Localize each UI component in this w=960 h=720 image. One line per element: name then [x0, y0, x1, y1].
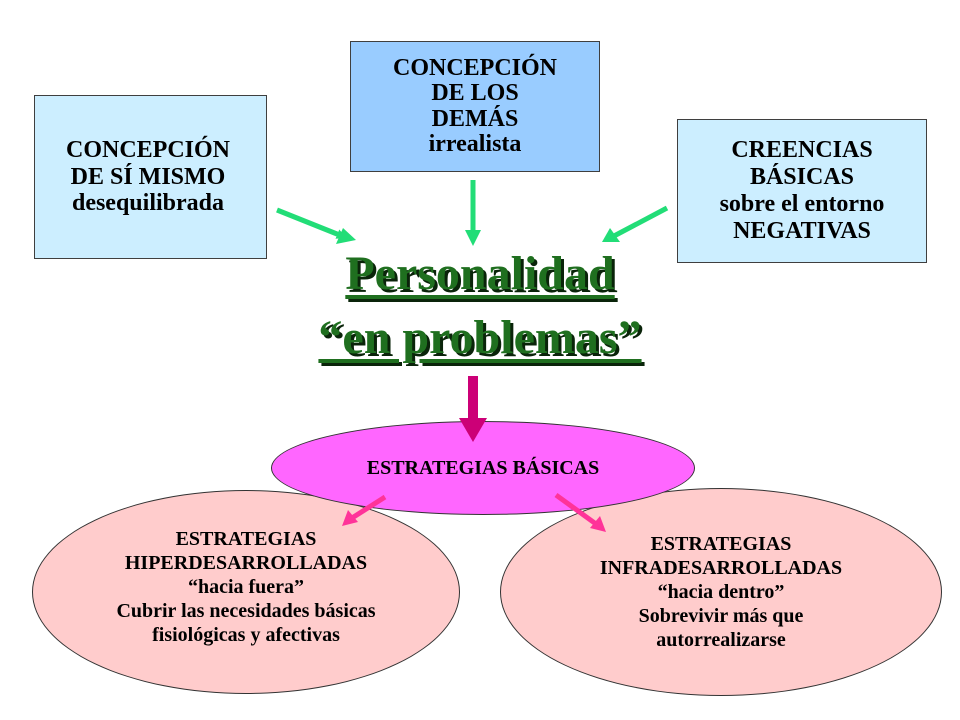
beliefs-box: CREENCIAS BÁSICAS sobre el entorno NEGAT… [677, 119, 927, 263]
over-line2: HIPERDESARROLLADAS [124, 552, 368, 574]
concept-others-box: CONCEPCIÓN DE LOS DEMÁS irrealista [350, 41, 600, 172]
basic-strategies-label: ESTRATEGIAS BÁSICAS [366, 456, 600, 479]
concept-others-line1: CONCEPCIÓN [392, 55, 557, 82]
concept-self-box: CONCEPCIÓN DE SÍ MISMO desequilibrada [34, 95, 267, 259]
concept-others-line4: irrealista [428, 130, 522, 157]
over-line4: Cubrir las necesidades básicas [116, 600, 376, 622]
over-line1: ESTRATEGIAS [175, 528, 317, 550]
arrow-from-self [276, 207, 356, 244]
over-line5: fisiológicas y afectivas [152, 624, 340, 646]
arrow-from-others [465, 180, 481, 246]
concept-others-line3: DEMÁS [431, 105, 519, 132]
over-line3: “hacia fuera” [187, 576, 305, 598]
concept-self-line3: desequilibrada [71, 190, 225, 217]
arrow-from-beliefs [602, 205, 669, 242]
under-line3: “hacia dentro” [657, 581, 785, 603]
beliefs-line1: CREENCIAS [731, 137, 873, 164]
underdeveloped-strategies-ellipse: ESTRATEGIAS INFRADESARROLLADAS “hacia de… [500, 488, 942, 696]
under-line5: autorrealizarse [656, 629, 786, 651]
basic-strategies-ellipse: ESTRATEGIAS BÁSICAS [271, 421, 695, 515]
beliefs-line3: sobre el entorno [719, 191, 885, 217]
under-line4: Sobrevivir más que [638, 605, 804, 627]
in-problems-title: “en problemas” [318, 311, 642, 364]
beliefs-line4: NEGATIVAS [733, 217, 871, 244]
concept-self-line1: CONCEPCIÓN [65, 136, 230, 163]
under-line1: ESTRATEGIAS [650, 533, 792, 555]
under-line2: INFRADESARROLLADAS [599, 557, 843, 579]
personality-title: Personalidad [345, 247, 615, 300]
hyperdeveloped-strategies-ellipse: ESTRATEGIAS HIPERDESARROLLADAS “hacia fu… [32, 490, 460, 694]
beliefs-line2: BÁSICAS [749, 164, 855, 191]
concept-others-line2: DE LOS [431, 80, 519, 107]
concept-self-line2: DE SÍ MISMO [70, 163, 226, 190]
